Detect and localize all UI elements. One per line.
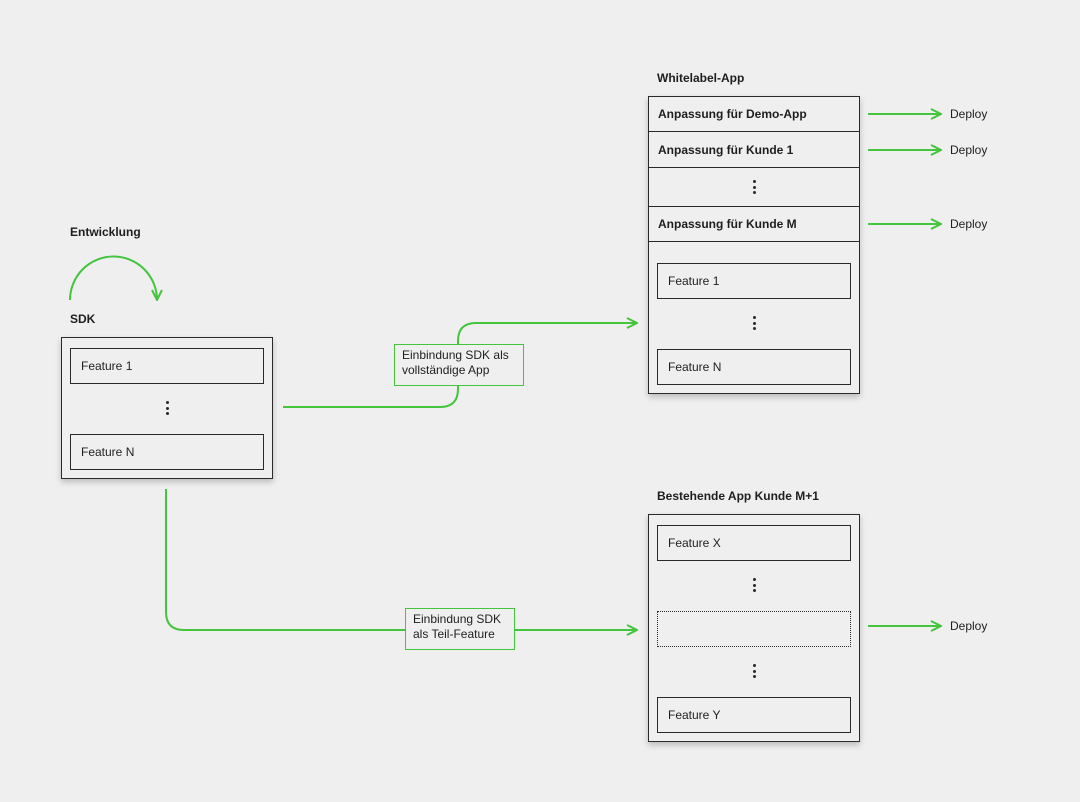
ellipsis-icon xyxy=(752,316,756,330)
existing-app-feature-x: Feature X xyxy=(657,525,851,561)
deploy-label-existing-app: Deploy xyxy=(950,619,988,633)
deploy-label-demo-app: Deploy xyxy=(950,107,988,121)
development-heading: Entwicklung xyxy=(70,225,141,239)
whitelabel-row-ellipsis xyxy=(649,168,859,207)
whitelabel-row-kunde-m: Anpassung für Kunde M xyxy=(649,207,859,242)
sub-feature-label-line-1: Einbindung SDK xyxy=(413,612,502,626)
sdk-placeholder-slot xyxy=(657,611,851,647)
ellipsis-icon xyxy=(752,664,756,678)
ellipsis-icon xyxy=(752,578,756,592)
sdk-feature-n: Feature N xyxy=(70,434,264,470)
existing-app-heading: Bestehende App Kunde M+1 xyxy=(657,489,819,503)
deploy-label-kunde-1: Deploy xyxy=(950,143,988,157)
development-cycle-arrow xyxy=(69,255,157,301)
whitelabel-panel: Anpassung für Demo-App Anpassung für Kun… xyxy=(648,96,860,394)
full-app-label-line-2: vollständige App xyxy=(402,363,490,377)
ellipsis-icon xyxy=(165,401,169,415)
whitelabel-heading: Whitelabel-App xyxy=(657,71,745,85)
ellipsis-icon xyxy=(752,180,756,194)
whitelabel-feature-1: Feature 1 xyxy=(657,263,851,299)
full-app-label-line-1: Einbindung SDK als xyxy=(402,348,509,362)
sdk-to-existing-app-connector xyxy=(165,489,637,630)
whitelabel-row-demo-app: Anpassung für Demo-App xyxy=(649,97,859,132)
full-app-integration-label: Einbindung SDK als vollständige App xyxy=(394,344,524,386)
existing-app-feature-y: Feature Y xyxy=(657,697,851,733)
whitelabel-row-kunde-1: Anpassung für Kunde 1 xyxy=(649,132,859,168)
sdk-heading: SDK xyxy=(70,312,96,326)
deploy-label-kunde-m: Deploy xyxy=(950,217,988,231)
sub-feature-integration-label: Einbindung SDK als Teil-Feature xyxy=(405,608,515,650)
whitelabel-feature-n: Feature N xyxy=(657,349,851,385)
sub-feature-label-line-2: als Teil-Feature xyxy=(413,627,495,641)
existing-app-panel: Feature X Feature Y xyxy=(648,514,860,742)
sdk-panel: Feature 1 Feature N xyxy=(61,337,273,479)
sdk-feature-1: Feature 1 xyxy=(70,348,264,384)
